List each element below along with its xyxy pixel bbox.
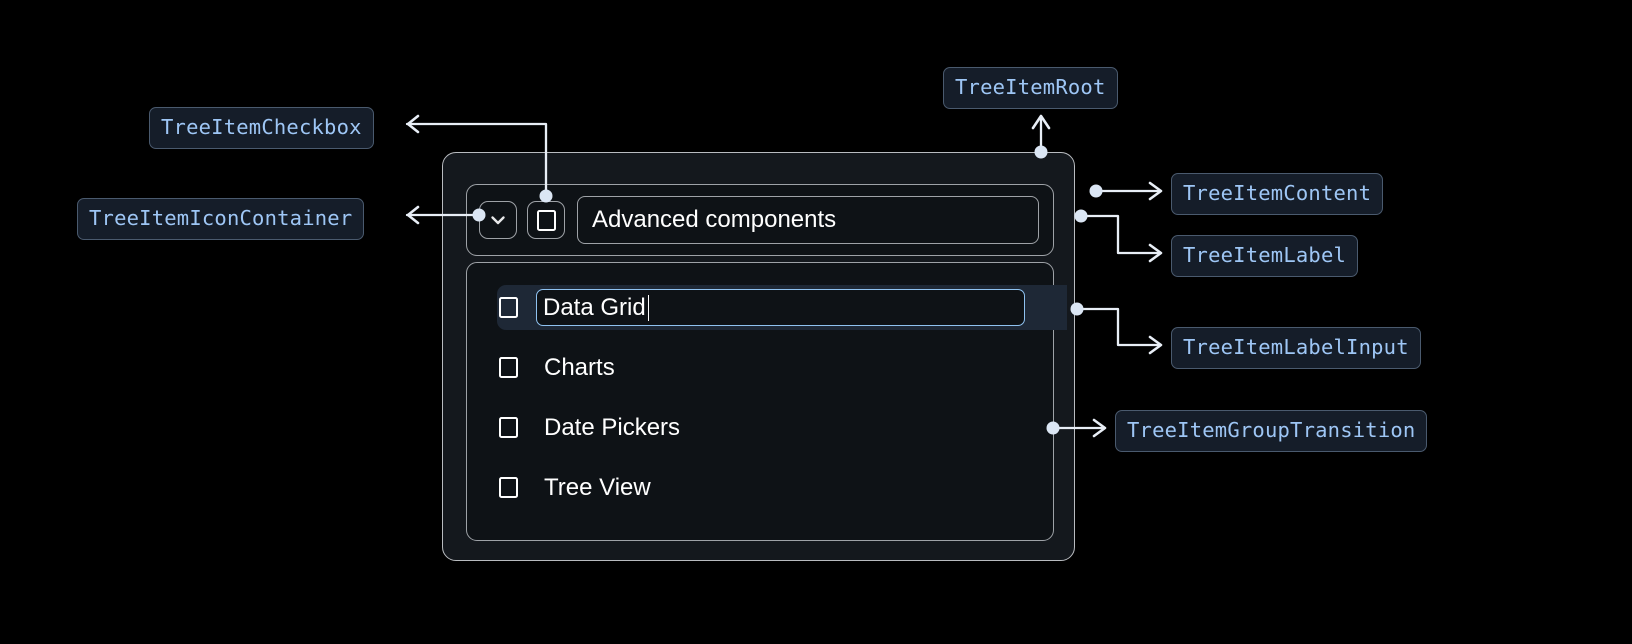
tree-item-child-row-0[interactable]: Data Grid [497,285,1067,330]
tree-item-checkbox-child-3[interactable] [499,477,518,498]
tree-item-label-input[interactable]: Data Grid [536,289,1025,326]
checkbox-box-icon [536,209,556,231]
tree-item-label-child-3: Tree View [544,473,651,501]
tree-item-label: Advanced components [577,196,1039,244]
annotation-badge-tree-item-group-transition: TreeItemGroupTransition [1115,410,1428,452]
tree-item-content[interactable]: Advanced components [466,184,1054,256]
annotation-badge-tree-item-icon-container: TreeItemIconContainer [77,198,365,240]
tree-item-group-transition: Data Grid Charts Date Pickers Tree View [466,262,1067,541]
tree-item-checkbox[interactable] [527,201,565,239]
tree-item-checkbox-child-1[interactable] [499,357,518,378]
annotation-badge-tree-item-checkbox: TreeItemCheckbox [149,107,374,149]
tree-item-child-row-1[interactable]: Charts [467,345,1053,390]
text-caret [647,294,650,321]
annotation-badge-tree-item-root: TreeItemRoot [943,67,1118,109]
tree-item-label-child-2: Date Pickers [544,413,681,441]
tree-item-child-row-2[interactable]: Date Pickers [467,405,1053,450]
annotation-badge-tree-item-label: TreeItemLabel [1171,235,1359,277]
chevron-down-icon [486,208,510,232]
tree-item-label-input-value: Data Grid [543,293,646,321]
tree-item-label-child-1: Charts [544,353,615,381]
tree-item-root[interactable]: Advanced components Data Grid Charts Dat… [442,152,1075,561]
tree-item-icon-container[interactable] [479,201,517,239]
annotation-badge-tree-item-content: TreeItemContent [1171,173,1384,215]
tree-item-child-row-3[interactable]: Tree View [467,465,1053,510]
tree-item-label-text: Advanced components [592,206,837,233]
tree-item-checkbox-child-0[interactable] [499,297,518,318]
annotation-badge-tree-item-label-input: TreeItemLabelInput [1171,327,1421,369]
tree-item-checkbox-child-2[interactable] [499,417,518,438]
